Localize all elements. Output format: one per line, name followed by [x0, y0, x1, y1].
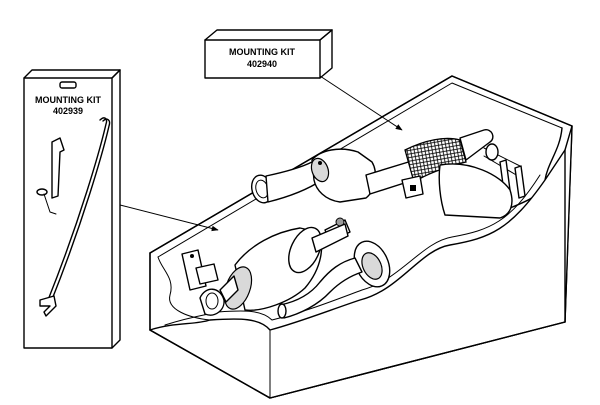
tail-pipe-assembly	[277, 240, 391, 319]
rear-hanger-brackets	[483, 143, 526, 199]
leader-line-402939	[119, 204, 219, 232]
callout-a-title: MOUNTING KIT	[229, 47, 295, 57]
packaging-tray	[149, 75, 573, 399]
callout-b-title: MOUNTING KIT	[35, 95, 101, 105]
callout-b-number: 402939	[53, 106, 83, 116]
rear-muffler	[438, 163, 513, 219]
front-pipe-assembly	[250, 129, 494, 204]
center-pipe-assembly	[181, 217, 351, 316]
leader-line-402940	[319, 75, 403, 131]
kit-card-402939: MOUNTING KIT 402939	[23, 69, 121, 349]
callout-a-number: 402940	[247, 59, 277, 69]
callout-box-402940: MOUNTING KIT 402940	[204, 29, 333, 79]
